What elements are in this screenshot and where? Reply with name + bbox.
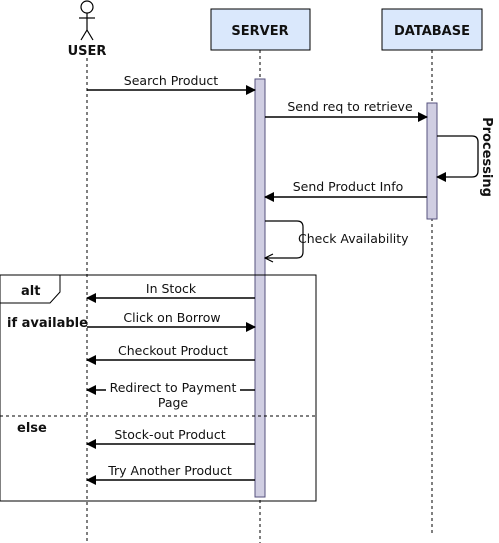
checkout-product-label: Checkout Product <box>118 343 228 358</box>
stock-out-product-label: Stock-out Product <box>114 427 225 442</box>
user-label: USER <box>68 44 107 59</box>
guard-else: else <box>17 421 47 436</box>
check-availability-label: Check Availability <box>298 231 409 246</box>
guard-if-available: if available <box>7 316 88 331</box>
processing-label: Processing <box>479 117 494 197</box>
server-label: SERVER <box>231 24 288 39</box>
database-activation-bar <box>426 102 438 220</box>
in-stock-label: In Stock <box>146 281 197 296</box>
send-product-info-label: Send Product Info <box>293 179 404 194</box>
redirect-label-bg <box>106 380 240 410</box>
redirect-label-line2: Page <box>158 395 189 410</box>
alt-operator-label: alt <box>21 284 40 299</box>
alt-fragment <box>0 274 317 502</box>
database-label: DATABASE <box>394 24 470 39</box>
redirect-label-line1: Redirect to Payment <box>110 380 237 395</box>
try-another-product-label: Try Another Product <box>107 463 232 478</box>
send-req-label: Send req to retrieve <box>287 99 413 114</box>
database-participant <box>381 8 483 51</box>
processing-self-arrow <box>436 135 479 182</box>
server-activation-bar <box>254 78 266 498</box>
alt-fragment-tab <box>0 274 61 304</box>
server-participant <box>210 8 311 51</box>
check-availability-self-arrow <box>265 220 304 258</box>
click-on-borrow-label: Click on Borrow <box>123 310 220 325</box>
search-product-label: Search Product <box>124 73 218 88</box>
user-actor-icon <box>79 0 95 41</box>
